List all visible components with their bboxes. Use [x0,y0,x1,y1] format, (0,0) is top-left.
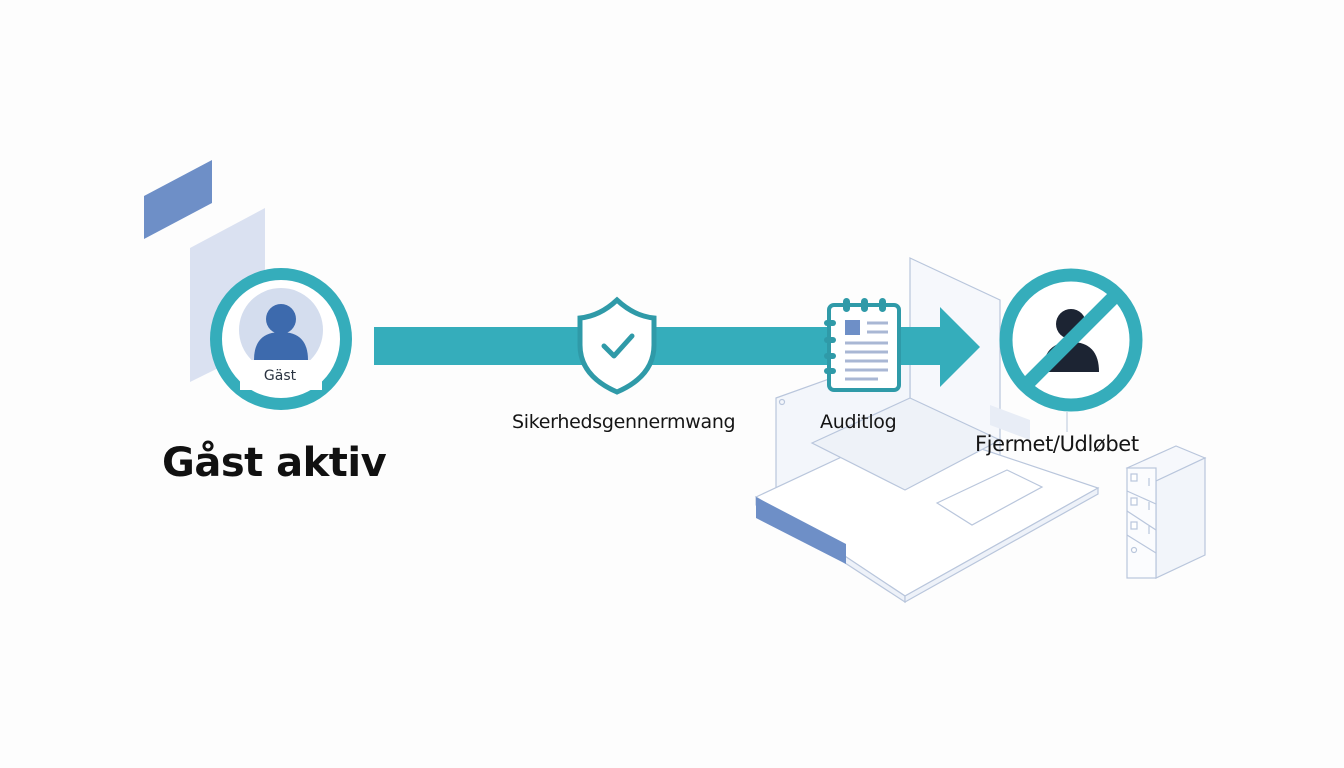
user-prohibited-icon [999,268,1143,412]
step-label-removed: Fjermet/Udløbet [975,432,1139,456]
step-label-audit: Auditlog [820,411,897,433]
shield-check-icon [577,296,657,395]
notepad-log-icon [824,298,901,392]
guest-node [210,268,352,410]
server-rack-decor [1125,445,1207,579]
laptop-edge-decor [756,497,846,564]
step-label-review: Sikerhedsgennermwang [512,411,736,433]
page-title: Gåst aktiv [162,440,387,486]
user-avatar-icon [254,304,308,360]
guest-caption: Gäst [263,368,297,384]
